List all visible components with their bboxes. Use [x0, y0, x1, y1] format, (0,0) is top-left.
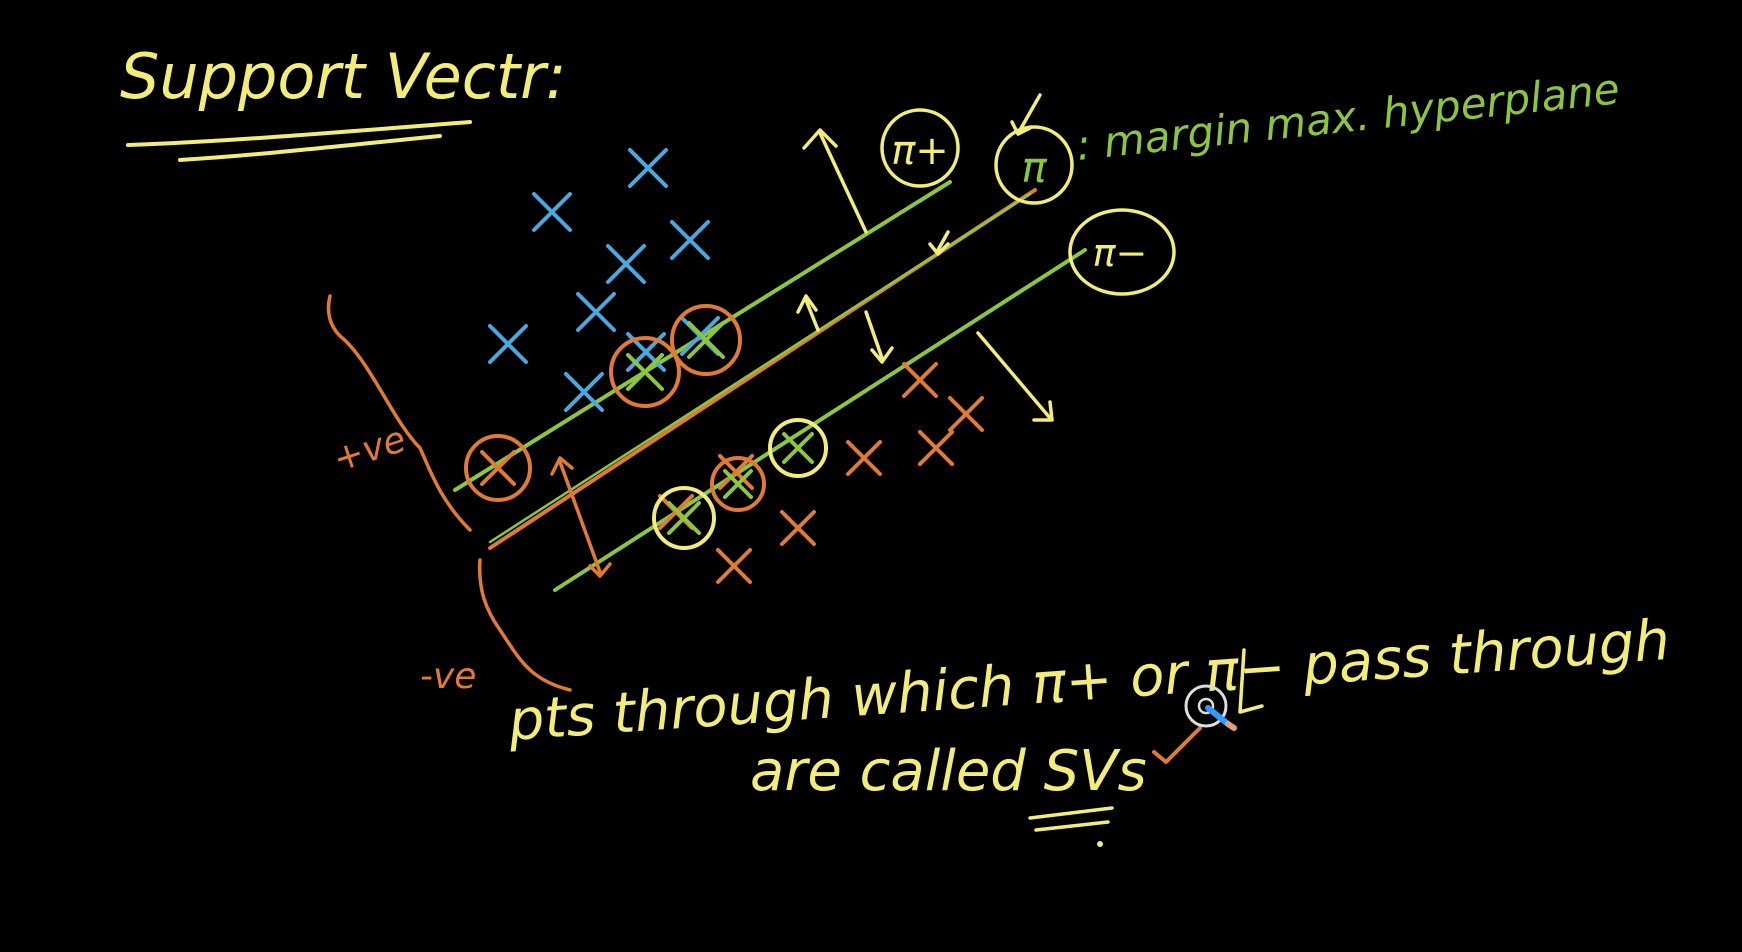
positive-point [670, 220, 710, 260]
support-vector-point [723, 469, 753, 499]
page-title: Support Vectr: [120, 40, 567, 113]
arrow-up-plus [802, 128, 868, 234]
pi-minus-circle [1068, 208, 1176, 296]
support-vector-point [626, 353, 664, 391]
pi-plus-circle [880, 108, 960, 188]
pi-minus-label-group: π− [1068, 208, 1176, 296]
margin-arrows [796, 93, 1054, 422]
pi-plus-label-group: π+ [880, 108, 960, 188]
support-vector-circles [464, 304, 828, 550]
positive-point [564, 372, 604, 412]
positive-brace [326, 294, 472, 532]
arrow-mid-up [796, 294, 820, 332]
positive-point [606, 244, 646, 284]
check-mark-icon [1152, 726, 1202, 764]
support-vector-circle [768, 418, 828, 478]
arrow-near-pi [928, 230, 950, 256]
positive-point [576, 292, 616, 332]
pi-label-group: π [994, 125, 1074, 205]
svs-underline [1028, 806, 1114, 832]
support-vector-circle [464, 434, 532, 502]
arrow-mid-down [864, 310, 894, 364]
negative-point [716, 548, 752, 584]
positive-point [532, 192, 572, 232]
pi-minus-plane-line [553, 248, 1087, 592]
negative-point [918, 430, 954, 466]
pi-label: π [1021, 143, 1047, 192]
dot-mark [1097, 841, 1103, 847]
pi-minus-label: π− [1093, 231, 1148, 275]
negative-point [948, 396, 984, 432]
positive-points [488, 148, 720, 412]
support-vector-circle [652, 486, 716, 550]
right-bracket [1238, 648, 1264, 714]
negative-point [902, 362, 938, 398]
negative-side-label: -ve [420, 656, 476, 697]
support-vector-point [782, 432, 814, 464]
margin-width-arrow [550, 456, 612, 578]
pi-circle [994, 125, 1074, 205]
positive-point [628, 148, 668, 188]
support-vector-point [480, 450, 516, 486]
arrow-to-pi [1010, 93, 1042, 136]
support-vector-circle [609, 336, 681, 408]
negative-point [846, 440, 882, 476]
positive-point [488, 324, 528, 364]
pen-cursor-icon [1184, 684, 1237, 731]
negative-brace [477, 558, 572, 692]
support-vector-point [667, 501, 701, 535]
support-vector-circle [670, 304, 742, 376]
support-vector-circle [710, 456, 766, 512]
title-underline [126, 120, 472, 162]
pi-plus-label: π+ [891, 128, 949, 174]
negative-point [780, 510, 816, 546]
support-vector-point [687, 321, 725, 359]
arrow-down-minus [976, 331, 1054, 422]
statement-line-2: are called SVs [750, 739, 1147, 804]
